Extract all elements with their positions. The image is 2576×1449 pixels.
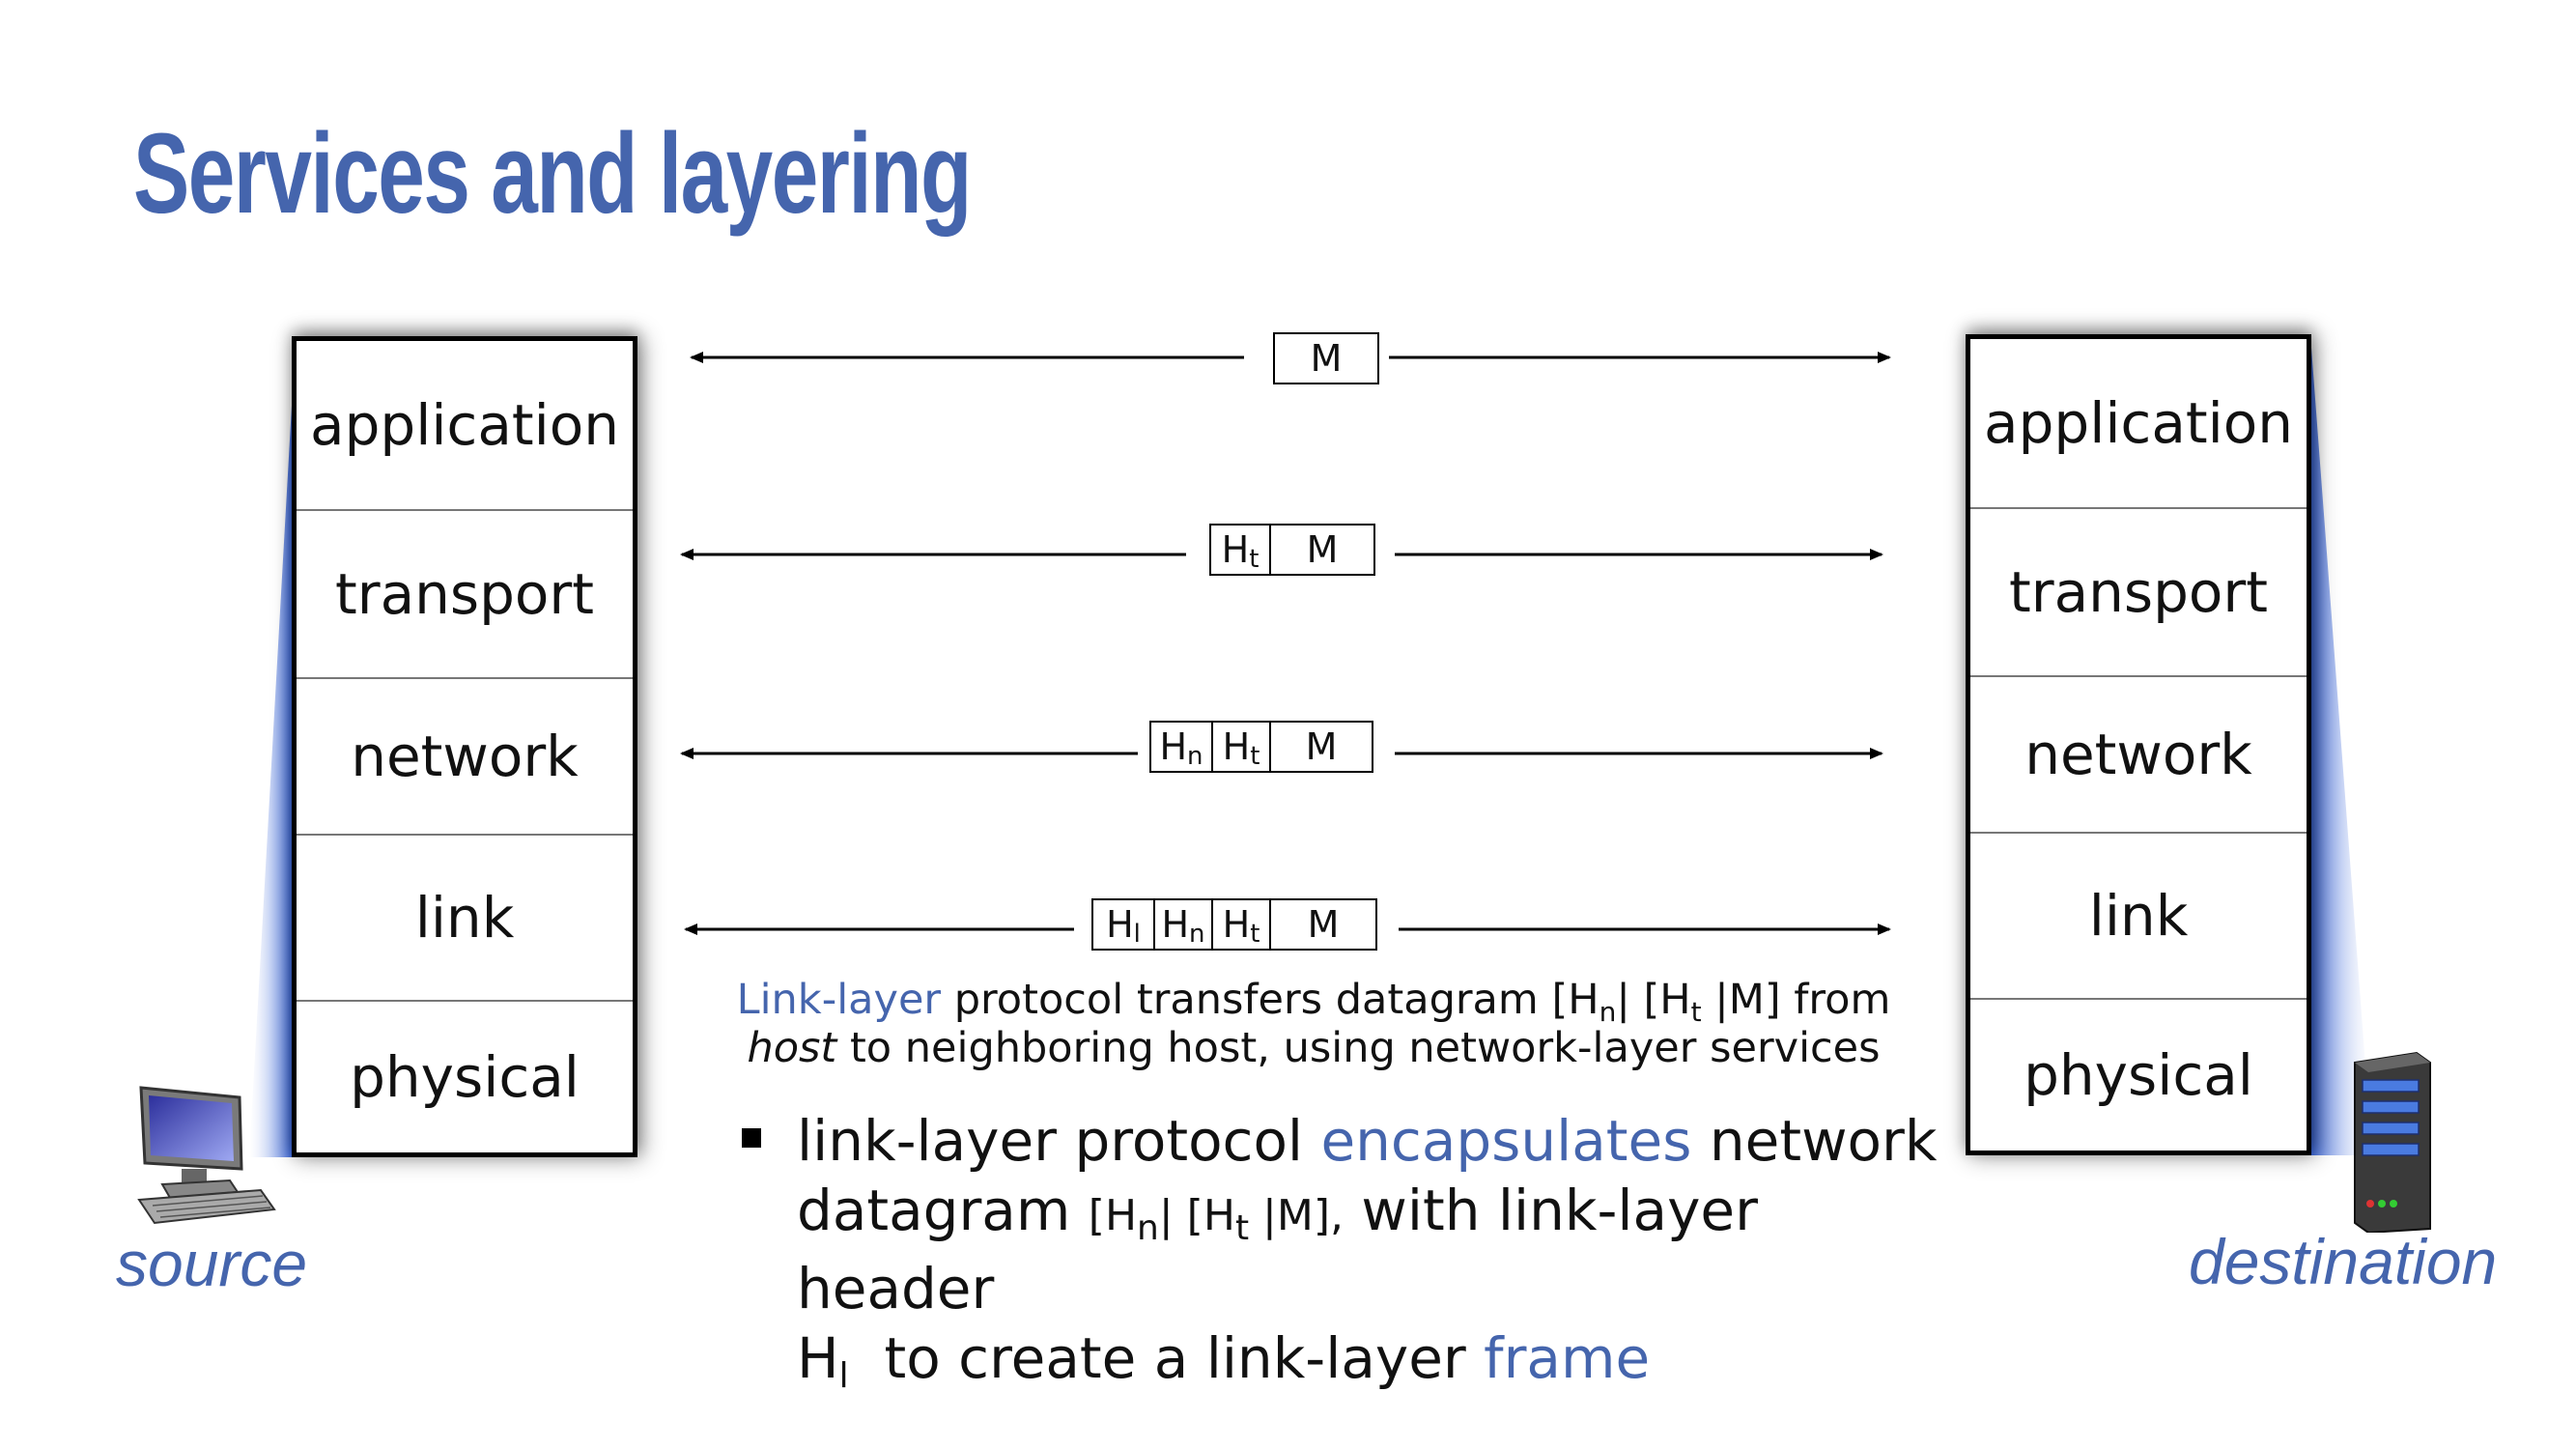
source-label: source xyxy=(116,1228,308,1299)
message-m: M xyxy=(1310,337,1343,380)
destination-fan xyxy=(2311,348,2372,1155)
source-layer-application: application xyxy=(297,341,633,511)
source-protocol-stack: application transport network link physi… xyxy=(292,336,637,1157)
source-layer-physical: physical xyxy=(350,1044,580,1110)
destination-layer-physical: physical xyxy=(2024,1042,2253,1108)
caption-line-1: Link-layer protocol transfers datagram [… xyxy=(736,976,1891,1028)
bullet-marker xyxy=(742,1128,761,1148)
destination-label: destination xyxy=(2189,1226,2498,1297)
message-m: M xyxy=(1307,903,1340,946)
destination-layer-application: application xyxy=(1970,339,2307,509)
bullet-line-1: link-layer protocol encapsulates network xyxy=(797,1108,1938,1174)
source-fan xyxy=(249,406,292,1157)
source-layer-network: network xyxy=(297,679,633,836)
bullet-line-2: datagram [Hn| [Ht |M], with link-layer h… xyxy=(797,1178,1758,1321)
bullet-text: link-layer protocol encapsulates network… xyxy=(797,1106,1956,1402)
source-layer-transport: transport xyxy=(297,511,633,679)
destination-layer-transport: transport xyxy=(1970,509,2307,677)
destination-layer-link: link xyxy=(1970,834,2307,1000)
message-m: M xyxy=(1306,528,1339,571)
caption-highlight: Link-layer xyxy=(736,976,942,1024)
destination-layer-network: network xyxy=(1970,677,2307,834)
caption-line-2: host to neighboring host, using network-… xyxy=(747,1024,1881,1072)
bullet-line-3: Hl to create a link-layer frame xyxy=(797,1325,1651,1396)
destination-protocol-stack: application transport network link physi… xyxy=(1966,334,2311,1155)
application-message: M xyxy=(1273,332,1379,384)
message-m: M xyxy=(1305,725,1338,768)
source-layer-link: link xyxy=(297,836,633,1002)
desktop-computer-icon xyxy=(137,1086,276,1225)
page-title: Services and layering xyxy=(133,110,972,238)
server-tower-icon xyxy=(2354,1051,2431,1233)
